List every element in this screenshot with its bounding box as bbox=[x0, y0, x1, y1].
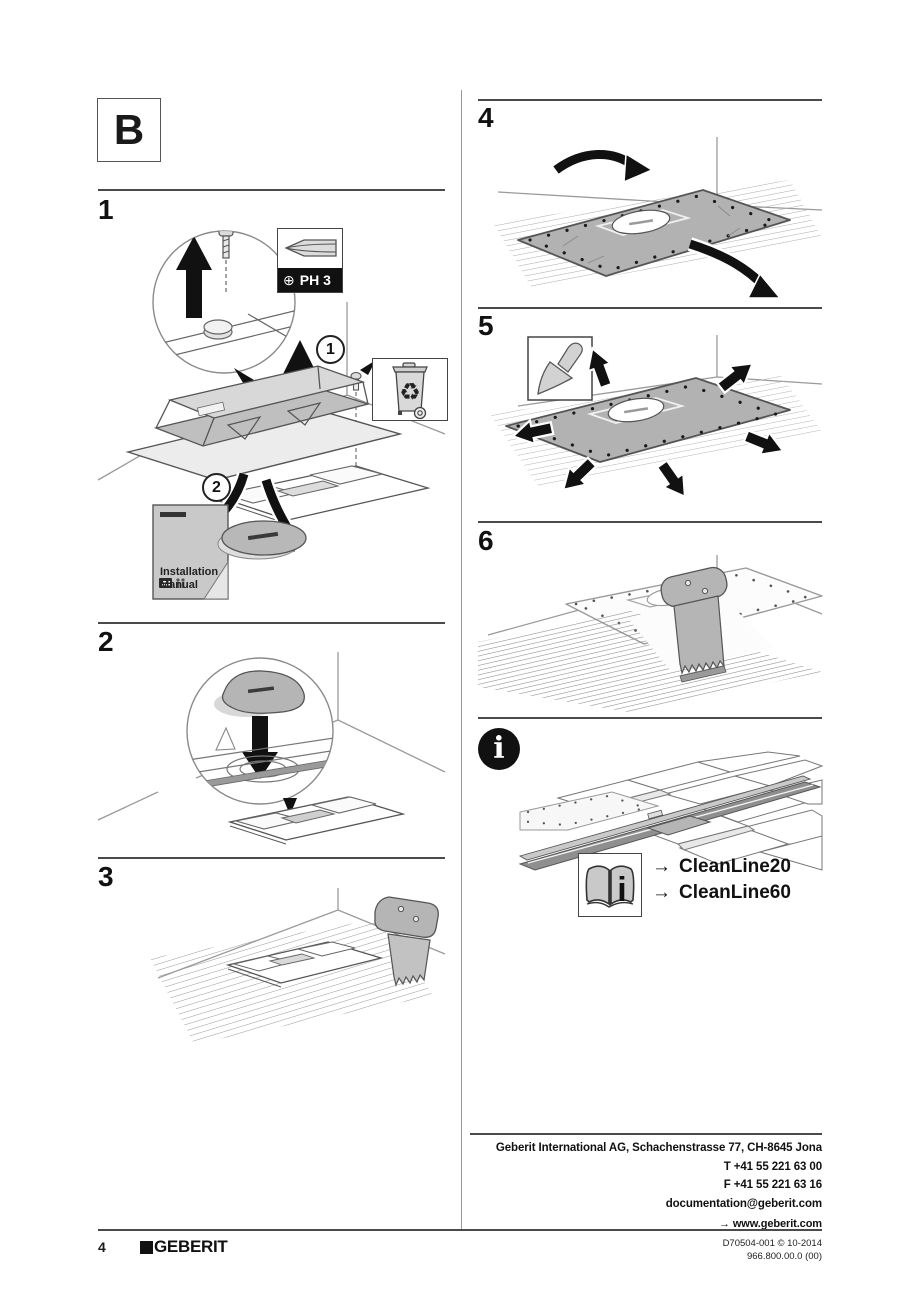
doc-ref-line1: D70504-001 © 10-2014 bbox=[722, 1238, 822, 1249]
drain-plate bbox=[227, 796, 406, 845]
arrow-up-icon bbox=[176, 236, 212, 318]
doc-ref-line2: 966.800.00.0 (00) bbox=[746, 1251, 822, 1262]
adhesive-layer bbox=[478, 610, 822, 712]
step-2-illustration bbox=[97, 652, 446, 845]
callout-2: 2 bbox=[202, 473, 231, 502]
contact-email: documentation@geberit.com bbox=[665, 1197, 822, 1210]
open-book-icon: i bbox=[585, 865, 635, 909]
drain-plate bbox=[225, 941, 384, 988]
reference-cleanline20: → CleanLine20 bbox=[652, 856, 791, 878]
recycling-icon: ♻ bbox=[399, 379, 421, 406]
step-3-illustration bbox=[150, 888, 446, 1044]
reference-label: CleanLine60 bbox=[679, 882, 791, 903]
rule-step4 bbox=[478, 99, 822, 101]
rule-step3 bbox=[98, 857, 445, 859]
callout-1: 1 bbox=[316, 335, 345, 364]
spatula-box bbox=[527, 336, 593, 401]
phillips-icon: ⊕ bbox=[283, 271, 295, 288]
manual-title: Installation Manual bbox=[160, 566, 219, 591]
tool-label-bar: ⊕ PH 3 bbox=[278, 268, 342, 292]
info-icon: i bbox=[478, 728, 520, 770]
screwdriver-bit-icon bbox=[284, 239, 337, 257]
installation-manual bbox=[152, 504, 229, 600]
rule-info bbox=[478, 717, 822, 719]
notched-trowel bbox=[660, 566, 728, 683]
geberit-logo: GEBERIT bbox=[140, 1237, 228, 1257]
book-info-glyph: i bbox=[617, 871, 626, 909]
screw-icon bbox=[218, 231, 234, 294]
arrow-right-icon: → bbox=[652, 856, 671, 877]
section-label-box: B bbox=[97, 98, 161, 162]
recycle-bin-icon: ♻ bbox=[392, 362, 428, 420]
step-3-number: 3 bbox=[98, 861, 114, 892]
step-6-number: 6 bbox=[478, 525, 494, 556]
step-4-number: 4 bbox=[478, 102, 494, 133]
rule-step6 bbox=[478, 521, 822, 523]
step-6-illustration bbox=[478, 555, 823, 712]
logo-square-icon bbox=[140, 1240, 153, 1254]
rule-footer bbox=[98, 1229, 822, 1231]
recycle-bin-box: ♻ bbox=[372, 358, 448, 421]
sealing-membrane bbox=[505, 377, 791, 463]
contact-phone: T +41 55 221 63 00 bbox=[723, 1160, 822, 1173]
sealing-cover bbox=[221, 670, 305, 714]
arrow-right-icon: → bbox=[652, 882, 671, 903]
contact-website: → www.geberit.com bbox=[718, 1218, 822, 1230]
rule-step5 bbox=[478, 307, 822, 309]
sealing-membrane bbox=[517, 189, 791, 277]
step-4-illustration bbox=[493, 137, 823, 299]
contact-fax: F +41 55 221 63 16 bbox=[723, 1179, 822, 1191]
page-number: 4 bbox=[98, 1239, 106, 1255]
step-1-number: 1 bbox=[98, 194, 114, 225]
pointer-wedge bbox=[283, 798, 297, 815]
step-5-illustration bbox=[490, 335, 823, 505]
reference-label: CleanLine20 bbox=[679, 856, 791, 877]
logo-text: GEBERIT bbox=[154, 1237, 228, 1256]
shower-channel bbox=[518, 775, 822, 871]
contact-address: Geberit International AG, Schachenstrass… bbox=[495, 1142, 822, 1154]
arrow-curved-icon bbox=[687, 237, 782, 299]
spatula-icon bbox=[537, 342, 583, 396]
step-2-number: 2 bbox=[98, 626, 114, 657]
arrow-right-icon: → bbox=[718, 1218, 730, 1230]
membrane-edge bbox=[519, 791, 660, 831]
rule-contact bbox=[470, 1133, 822, 1135]
rule-step2 bbox=[98, 622, 445, 624]
step-5-number: 5 bbox=[478, 310, 494, 341]
drain-plate bbox=[213, 465, 431, 525]
arrow-curved-icon bbox=[551, 147, 654, 184]
tool-ph3-box: ⊕ PH 3 bbox=[277, 228, 343, 293]
protection-disc bbox=[217, 520, 307, 560]
tool-size-label: PH 3 bbox=[299, 272, 331, 288]
info-illustration bbox=[518, 751, 824, 871]
step-1-illustration bbox=[97, 230, 446, 600]
column-divider bbox=[461, 90, 462, 1230]
section-label: B bbox=[113, 106, 145, 153]
protection-cover bbox=[125, 365, 403, 481]
reference-cleanline60: → CleanLine60 bbox=[652, 882, 791, 904]
rule-step1 bbox=[98, 189, 445, 191]
user-manual-box: i bbox=[578, 853, 642, 917]
document-reference: D70504-001 © 10-2014 966.800.00.0 (00) bbox=[602, 1237, 822, 1263]
contact-block: Geberit International AG, Schachenstrass… bbox=[470, 1139, 822, 1234]
notched-trowel bbox=[374, 896, 439, 987]
